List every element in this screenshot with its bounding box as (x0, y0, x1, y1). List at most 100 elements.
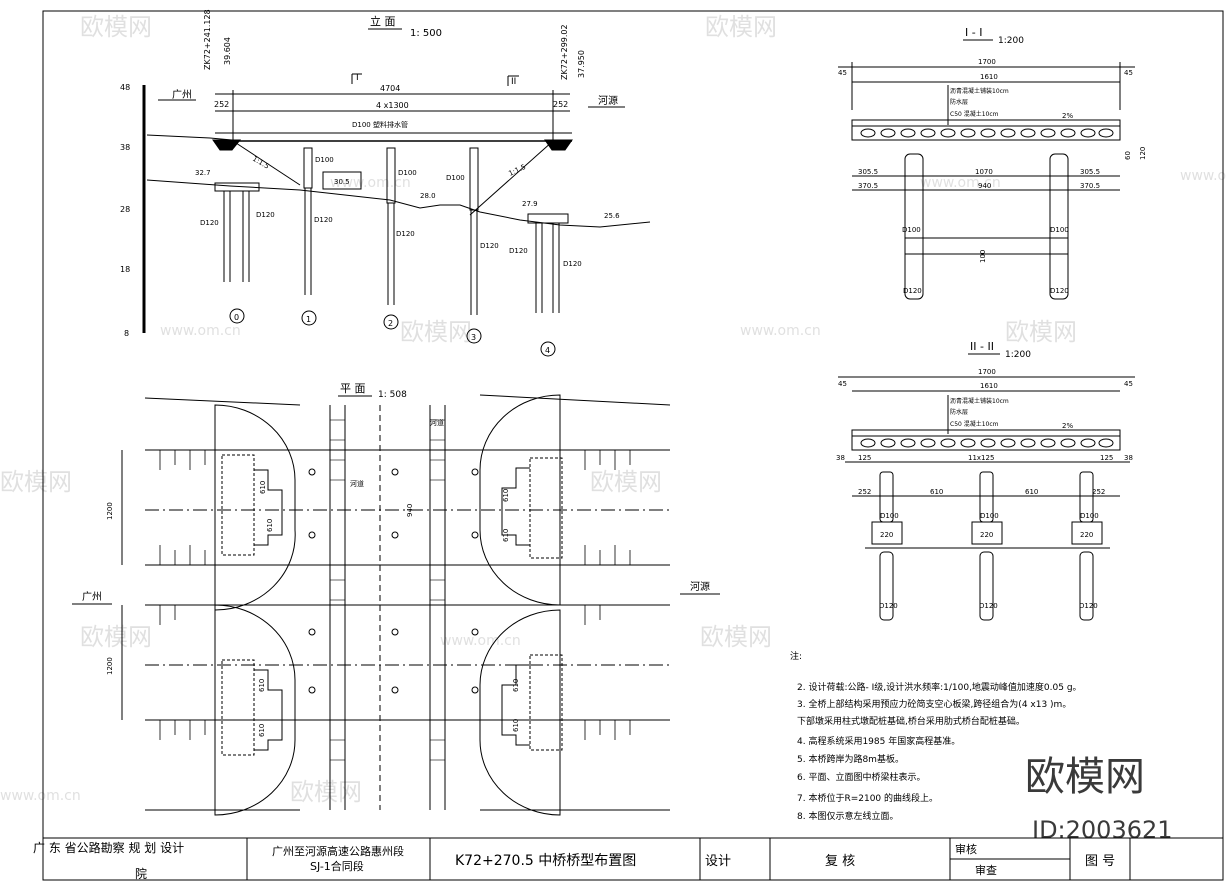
elev-left: 39.604 (223, 37, 232, 65)
note-item: 下部墩采用柱式墩配桩基础,桥台采用肋式桥台配桩基础。 (797, 715, 1025, 727)
hollow-slabs (860, 438, 1114, 448)
hollow-slabs (860, 128, 1114, 138)
project-name: 广州至河源高速公路惠州段 (272, 844, 404, 858)
elevation-view: 立 面 1: 500 48 38 28 18 8 ZK72+241.128 39… (120, 9, 651, 357)
axis-label: 2 (388, 319, 393, 328)
river-label: 河道 (430, 418, 444, 427)
pier-label: D100 (980, 512, 999, 520)
pile-label: D120 (509, 247, 528, 255)
plan-width: 1200 (106, 502, 114, 520)
elev-mark: 25.6 (604, 212, 620, 220)
pier-label: D100 (902, 226, 921, 234)
elev-mark: 32.7 (195, 169, 211, 177)
plan-scale: 1: 508 (378, 390, 407, 400)
dim: 252 (858, 488, 871, 496)
dim: 45 (1124, 380, 1133, 388)
section-1-view: I - I 1:200 45 1700 1610 45 沥青混凝土铺装10cm … (838, 26, 1147, 300)
dim-610: 610 (266, 519, 274, 532)
ruler-tick: 28 (120, 205, 130, 214)
review-label: 复 核 (825, 854, 855, 869)
crossfall: 2% (1062, 112, 1073, 120)
pier-label: D100 (446, 174, 465, 182)
dim-end-left: 252 (214, 100, 229, 109)
sheet-border (42, 10, 1224, 881)
dim: 252 (1092, 488, 1105, 496)
stake-left: ZK72+241.128 (203, 9, 212, 70)
layer-label: 防水层 (950, 98, 968, 106)
elev-mark: 30.5 (334, 178, 350, 186)
watermark-brand: 欧模网 (590, 468, 662, 496)
dim-610: 610 (258, 679, 266, 692)
axis-label: 4 (545, 346, 550, 355)
direction-left-label: 广州 (172, 89, 192, 101)
note-item: 3. 全桥上部结构采用预应力砼简支空心板梁,跨径组合为(4 x13 )m。 (797, 698, 1071, 710)
pile-label: D120 (200, 219, 219, 227)
dim-span: 4 x1300 (376, 101, 409, 110)
dim: 45 (838, 69, 847, 77)
elev-right: 37.950 (577, 50, 586, 78)
watermark-brand: 欧模网 (290, 778, 362, 806)
watermark-site: www.om.cn (740, 323, 821, 339)
pile-label: D120 (314, 216, 333, 224)
elevation-scale: 1: 500 (410, 28, 442, 39)
dim: 370.5 (858, 182, 878, 190)
section-2-view: II - II 1:200 45 1700 1610 45 沥青混凝土铺装10c… (836, 340, 1135, 621)
dim-610: 610 (502, 529, 510, 542)
dim: 100 (979, 250, 987, 263)
axis-label: 0 (234, 313, 239, 322)
dim-610: 610 (512, 719, 520, 732)
note-item: 2. 设计荷载:公路- I级,设计洪水频率:1/100,地震动峰值加速度0.05… (797, 681, 1082, 693)
dim: 11x125 (968, 454, 994, 462)
contract-name: SJ-1合同段 (310, 859, 364, 873)
dim: 60 (1124, 151, 1132, 160)
pier-label: D100 (1050, 226, 1069, 234)
dim: 120 (1139, 147, 1147, 160)
design-label: 设计 (705, 854, 731, 869)
dim: 1610 (980, 73, 998, 81)
note-item: 5. 本桥跨岸为路8m基板。 (797, 753, 904, 765)
pile-label: D120 (480, 242, 499, 250)
dim: 38 (1124, 454, 1133, 462)
axis-label: 1 (306, 315, 311, 324)
watermark-brand: 欧模网 (80, 13, 152, 41)
plan-view: 平 面 1: 508 (72, 382, 720, 816)
dim: 45 (1124, 69, 1133, 77)
elev-mark: 28.0 (420, 192, 436, 200)
cap-label: 220 (1080, 531, 1093, 539)
layer-label: 沥青混凝土铺装10cm (950, 87, 1009, 95)
approve-label: 审查 (975, 863, 997, 877)
note-item: 4. 高程系统采用1985 年国家高程基准。 (797, 735, 960, 747)
dim-end-right: 252 (553, 100, 568, 109)
watermark-site: www.om.cn (440, 633, 521, 649)
notes-block: 注: 2. 设计荷载:公路- I级,设计洪水频率:1/100,地震动峰值加速度0… (790, 650, 1082, 822)
pier-label: D100 (398, 169, 417, 177)
pile-label: D120 (1079, 602, 1098, 610)
dim: 940 (978, 182, 991, 190)
dim: 1070 (975, 168, 993, 176)
check-label: 审核 (955, 842, 977, 856)
river-label: 河道 (350, 479, 364, 488)
pier-label: D100 (315, 156, 334, 164)
plan-direction-left: 广州 (82, 591, 102, 603)
watermark-layer: 欧模网 欧模网 欧模网 欧模网 欧模网 欧模网 欧模网 欧模网 欧模网 www.… (0, 13, 1227, 806)
stake-right: ZK72+299.02 (560, 24, 569, 80)
pier-label: D100 (1080, 512, 1099, 520)
dim: 1700 (978, 368, 996, 376)
section-mark-1: I (356, 73, 359, 83)
org-name: 广 东 省公路勘察 规 划 设计 (33, 840, 184, 855)
ruler-tick: 8 (124, 329, 129, 338)
layer-label: 防水层 (950, 408, 968, 416)
section-1-scale: 1:200 (998, 36, 1024, 46)
ruler-tick: 48 (120, 83, 130, 92)
dim: 370.5 (1080, 182, 1100, 190)
layer-label: C50 混凝土10cm (950, 420, 999, 428)
slope-label: 1:1.5 (507, 163, 527, 178)
section-mark-2: II (511, 77, 516, 87)
drain-pipe-label: D100 塑料排水管 (352, 120, 408, 129)
dim-610: 610 (502, 489, 510, 502)
note-item: 7. 本桥位于R=2100 的曲线段上。 (797, 792, 938, 804)
pile-label: D120 (563, 260, 582, 268)
watermark-brand: 欧模网 (705, 13, 777, 41)
dim: 610 (1025, 488, 1038, 496)
